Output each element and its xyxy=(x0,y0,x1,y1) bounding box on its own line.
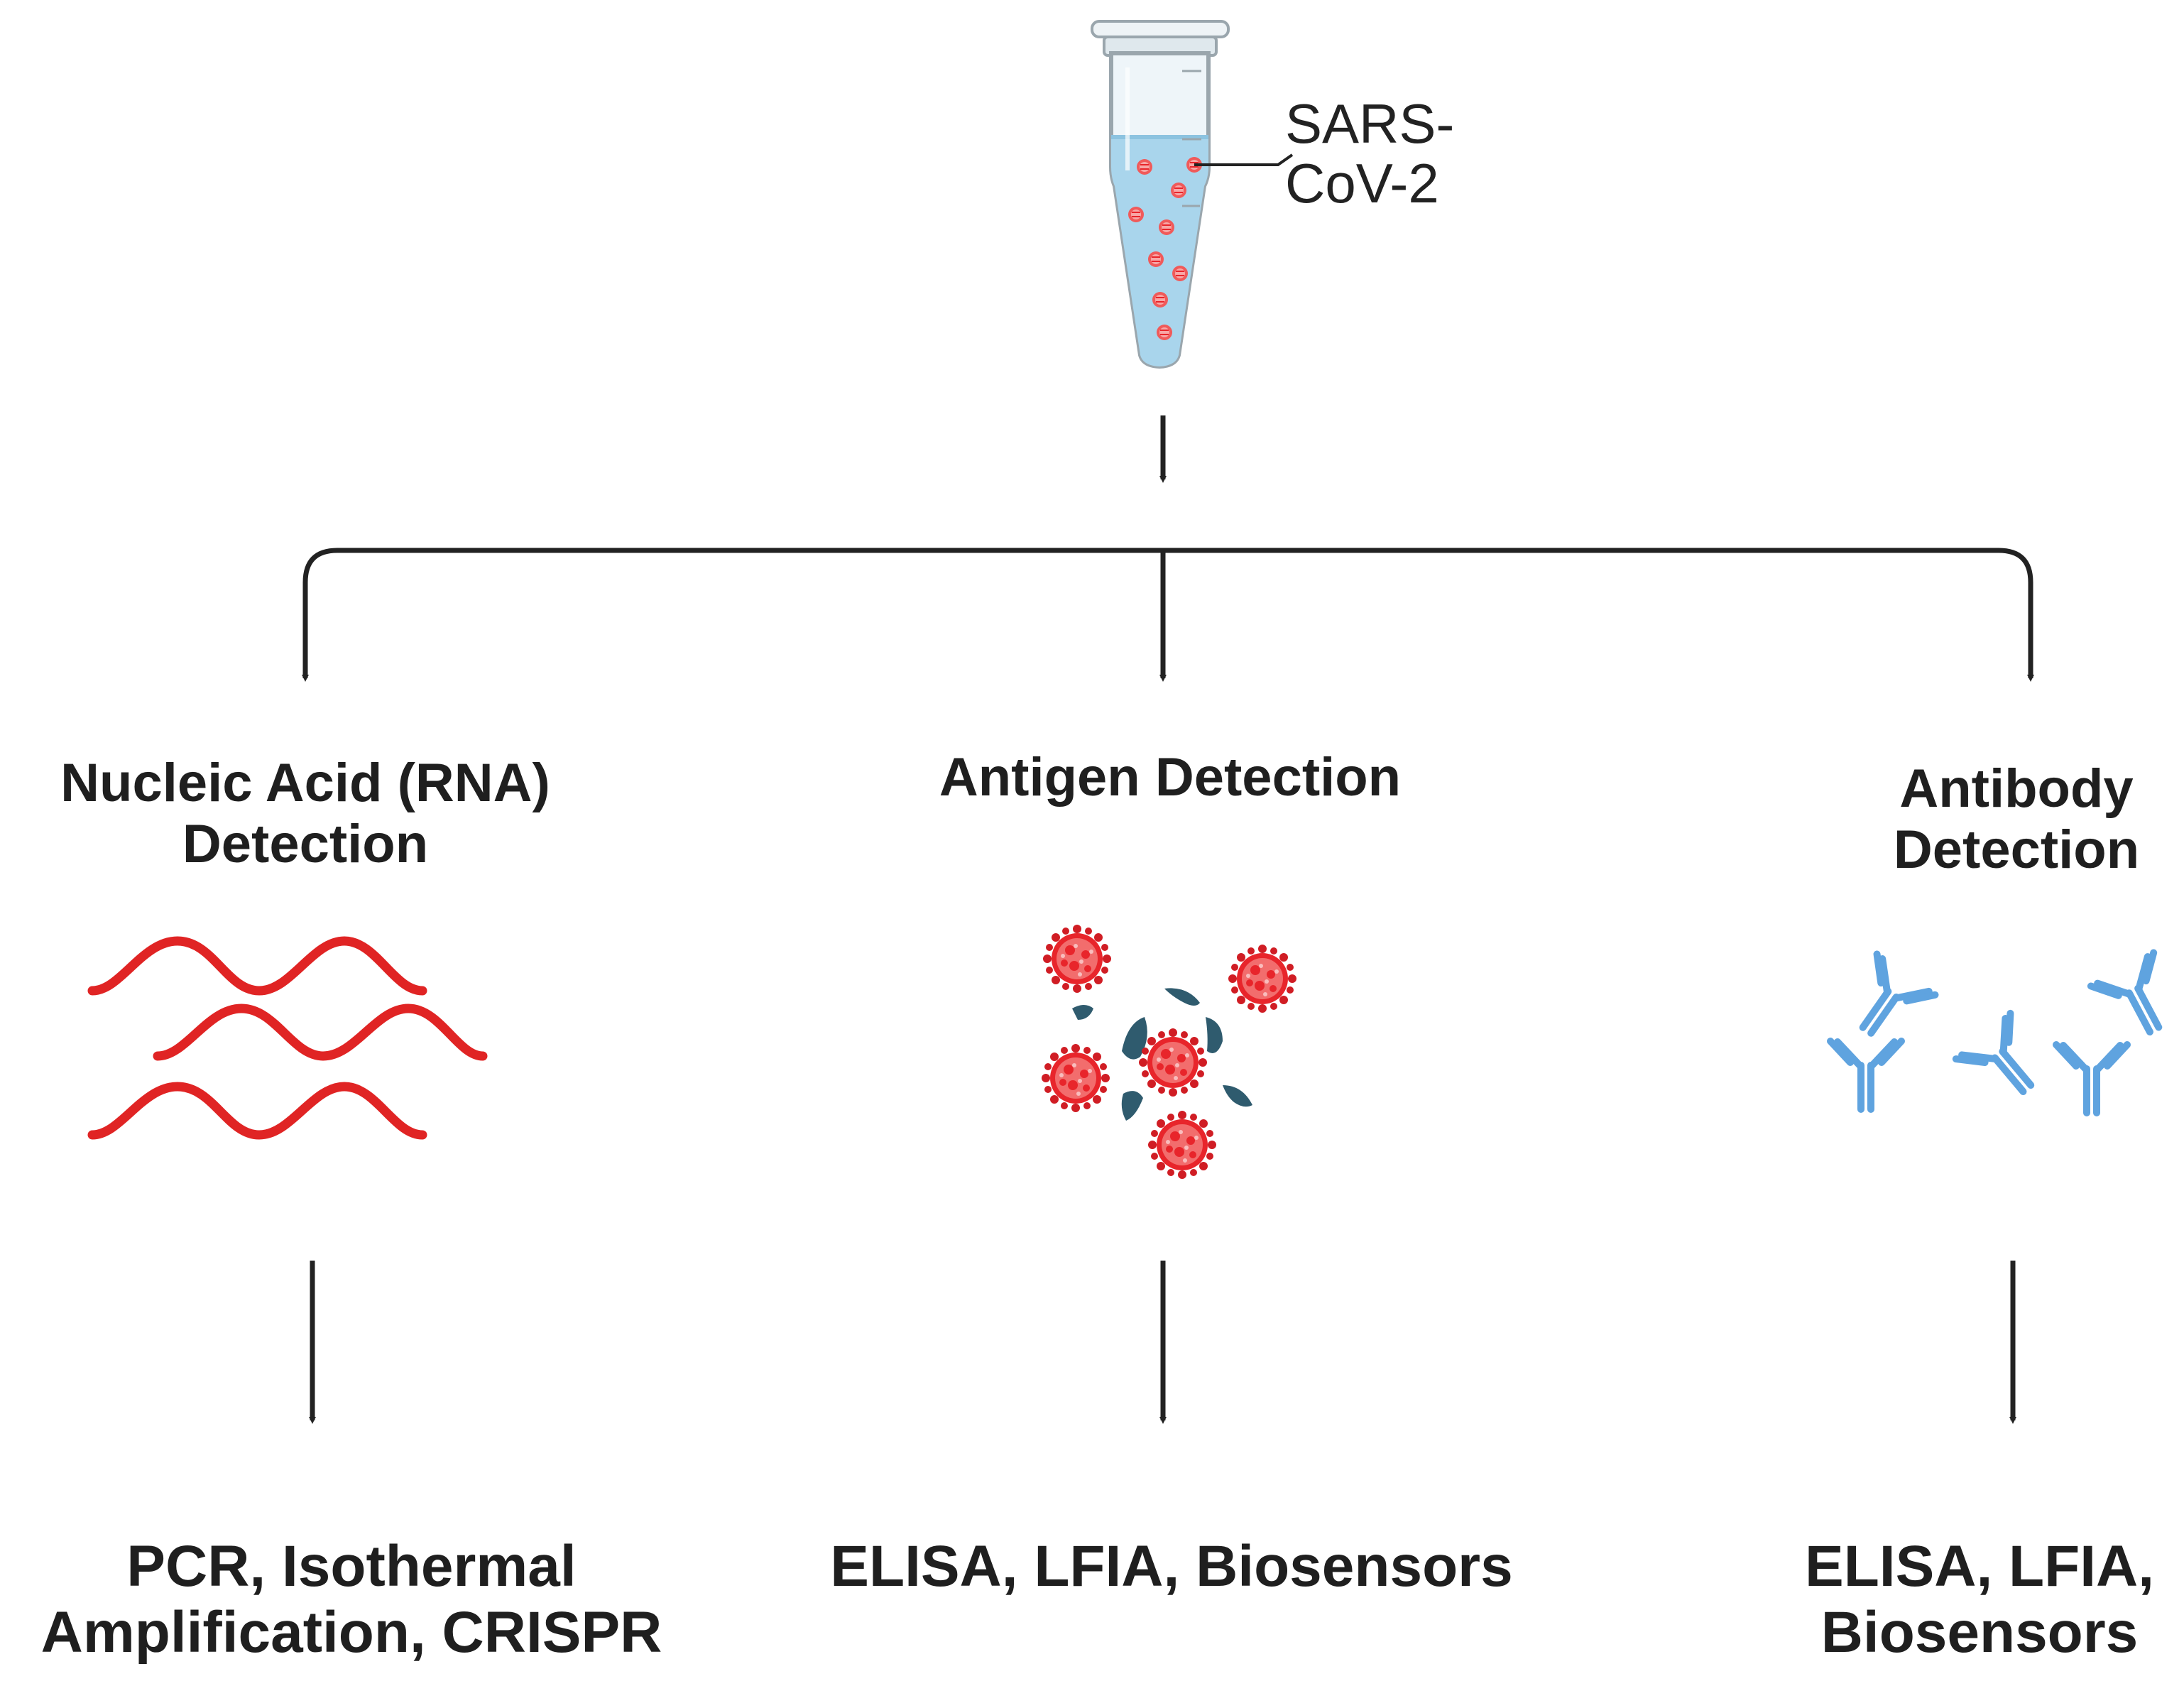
methods-line: Biosensors xyxy=(1820,1599,2139,1665)
virus-antigen-icon xyxy=(1042,925,1296,1179)
sample-tube xyxy=(1091,20,1294,369)
methods-line: PCR, Isothermal xyxy=(126,1534,577,1599)
branch-title-nucleic-acid: Nucleic Acid (RNA) Detection xyxy=(14,753,596,875)
methods-antibody: ELISA, LFIA, Biosensors xyxy=(1775,1534,2184,1665)
antibodies-icon xyxy=(1830,953,2184,1113)
flow-arrows xyxy=(302,415,2034,1424)
methods-antigen: ELISA, LFIA, Biosensors xyxy=(809,1534,1534,1600)
branch-title-antigen: Antigen Detection xyxy=(879,747,1461,808)
sample-label-line-2: CoV-2 xyxy=(1285,152,1439,215)
antigen-fragments xyxy=(1072,988,1252,1121)
branch-title-line: Nucleic Acid (RNA) xyxy=(60,753,550,813)
branch-title-line: Antigen Detection xyxy=(939,747,1402,807)
methods-line: Amplification, CRISPR xyxy=(40,1599,662,1665)
methods-nucleic-acid: PCR, Isothermal Amplification, CRISPR xyxy=(0,1534,703,1665)
branch-title-line: Detection xyxy=(182,813,429,874)
methods-line: ELISA, LFIA, Biosensors xyxy=(830,1534,1513,1599)
sample-label-line-1: SARS- xyxy=(1285,92,1455,155)
tube-cap xyxy=(1091,20,1230,38)
rna-strands-icon xyxy=(87,936,488,1140)
branch-connector xyxy=(302,548,2034,682)
sample-label-leader xyxy=(1194,153,1294,166)
branch-title-antibody: Antibody Detection xyxy=(1818,758,2184,881)
branch-title-line: Detection xyxy=(1893,819,2140,880)
methods-line: ELISA, LFIA, xyxy=(1805,1534,2154,1599)
sample-label: SARS- CoV-2 xyxy=(1285,92,1455,215)
branch-title-line: Antibody xyxy=(1899,758,2134,819)
